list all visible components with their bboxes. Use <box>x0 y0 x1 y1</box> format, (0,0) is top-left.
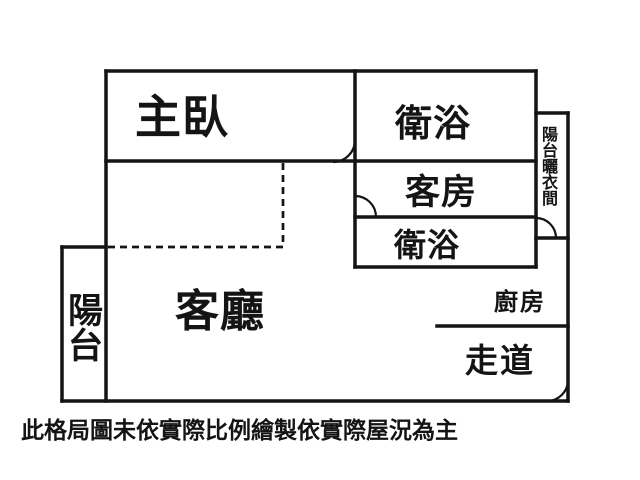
door-arc-master-bedroom <box>332 139 357 164</box>
room-label-laundry-balcony: 陽台曬衣間 <box>539 126 558 206</box>
disclaimer-text: 此格局圖未依實際比例繪製依實際屋況為主 <box>21 418 458 444</box>
room-label-guest-room: 客房 <box>405 173 478 213</box>
room-label-hallway: 走道 <box>465 341 535 380</box>
room-label-living-room: 客廳 <box>175 286 265 337</box>
room-label-kitchen: 廚房 <box>494 288 546 316</box>
door-arc-laundry <box>535 216 558 239</box>
door-arc-guest-room <box>354 194 378 218</box>
room-label-master-bedroom: 主臥 <box>135 90 229 144</box>
room-label-bathroom-top: 衛浴 <box>395 102 471 145</box>
room-label-bathroom-mid: 衛浴 <box>394 226 461 264</box>
door-arc-entrance <box>546 379 570 403</box>
room-label-balcony: 陽台 <box>62 292 102 362</box>
